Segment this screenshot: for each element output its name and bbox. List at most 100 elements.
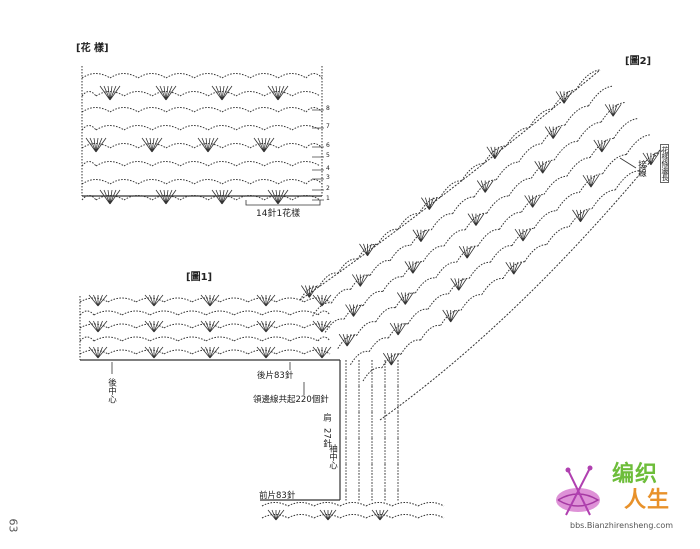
row-number: 4 [326, 165, 330, 172]
shell-fan [99, 85, 121, 101]
chain-arc [177, 336, 207, 342]
shell-fan [88, 294, 108, 307]
chain-arc [588, 85, 613, 107]
back-piece-label: 後片83針 [257, 371, 294, 381]
row-number: 5 [326, 152, 330, 159]
chain-arc [543, 175, 567, 195]
front-piece-label: 前片83針 [259, 491, 296, 501]
shell-fan [200, 294, 220, 307]
chain-arc [263, 195, 293, 201]
chain-arc [249, 107, 279, 113]
chain-arc [407, 308, 429, 325]
chain-arc [499, 211, 522, 230]
chain-arc [556, 192, 580, 211]
chain-arc [81, 195, 97, 201]
chain-arc [356, 321, 376, 336]
chain-arc [291, 195, 321, 201]
chain-arc [81, 179, 111, 185]
shell-fan [505, 262, 523, 275]
row-number: 2 [326, 185, 330, 192]
repeat-label: 14針1花樣 [256, 209, 301, 219]
chain-arc [483, 145, 507, 164]
chain-arc [165, 73, 195, 79]
chain-arc [221, 179, 251, 185]
chain-arc [95, 195, 125, 201]
shoulder-label: 肩 [321, 413, 332, 422]
chain-arc [349, 350, 370, 366]
chain-arc [303, 323, 331, 329]
shell-fan [486, 146, 504, 160]
chain-arc [614, 170, 639, 191]
chain-arc [533, 210, 557, 229]
chain-arc [577, 121, 602, 142]
shell-fan [88, 346, 108, 359]
chain-arc [275, 349, 305, 355]
figure2-inner-edge [299, 69, 601, 301]
chain-arc [163, 349, 193, 355]
chain-arc [81, 107, 111, 113]
chain-arc [95, 125, 125, 131]
repeat-bracket [245, 200, 321, 206]
shell-fan [604, 104, 622, 117]
chain-arc [420, 324, 441, 341]
pickup-total-label: 領邊線共起220個針 [253, 395, 329, 405]
chain-arc [81, 143, 111, 149]
chain-arc [477, 228, 500, 247]
chain-arc [505, 127, 530, 147]
chain-arc [291, 125, 321, 131]
chain-arc [249, 179, 279, 185]
watermark-url: bbs.Bianzhirensheng.com [570, 521, 674, 530]
shell-fan [476, 180, 494, 193]
chain-arc [464, 212, 487, 231]
shell-fan [88, 320, 108, 333]
chain-arc [275, 297, 305, 303]
chain-arc [165, 179, 195, 185]
chain-arc [511, 227, 535, 246]
chain-arc [81, 73, 111, 79]
shell-fan [312, 294, 332, 307]
chain-arc [95, 91, 125, 97]
chain-arc [233, 310, 263, 316]
chain-arc [495, 161, 519, 181]
chain-arc [489, 245, 513, 263]
shell-fan [312, 346, 332, 359]
chain-arc [518, 143, 542, 163]
back-center-label: 後中心 [106, 378, 117, 404]
chain-arc [375, 307, 396, 323]
chain-arc [422, 245, 445, 263]
shell-fan [359, 243, 376, 257]
chain-arc [414, 277, 436, 294]
shell-fan [382, 352, 400, 366]
chain-arc [81, 161, 97, 167]
chain-arc [430, 213, 453, 231]
chain-arc [179, 91, 209, 97]
chain-arc [193, 143, 223, 149]
chain-arc [602, 154, 627, 175]
shell-fan [144, 294, 164, 307]
chain-arc [179, 161, 209, 167]
chain-arc [291, 91, 321, 97]
chain-arc [123, 91, 153, 97]
chain-arc [249, 73, 279, 79]
shell-fan [312, 320, 332, 333]
shell-fan [389, 322, 407, 336]
legend-title: [花 樣] [76, 43, 109, 54]
chain-arc [461, 163, 484, 182]
chain-arc [313, 514, 341, 519]
row-number: 6 [326, 142, 330, 149]
chain-arc [391, 502, 419, 507]
chain-arc [151, 161, 181, 167]
chain-arc [575, 69, 601, 91]
shell-fan [572, 209, 589, 223]
chain-arc [165, 107, 195, 113]
figure1-title: [圖1] [186, 272, 213, 283]
chain-arc [93, 336, 123, 342]
row-number: 8 [326, 105, 330, 112]
chain-arc [566, 157, 591, 177]
chain-arc [193, 73, 223, 79]
chain-arc [221, 143, 251, 149]
chain-arc [235, 195, 265, 201]
chain-arc [123, 161, 153, 167]
chain-arc [305, 143, 323, 149]
